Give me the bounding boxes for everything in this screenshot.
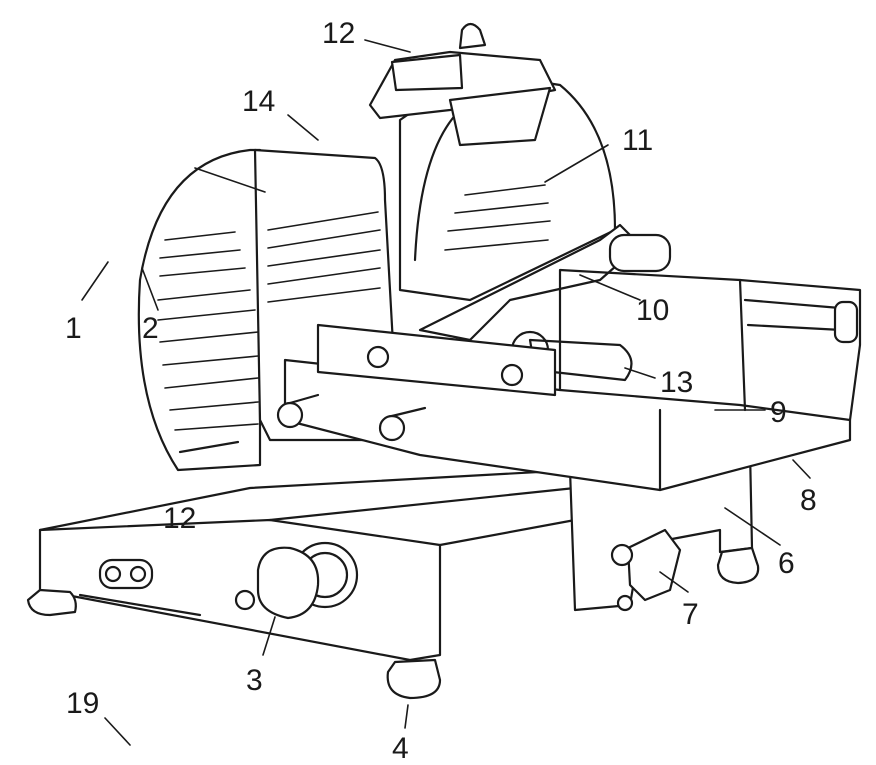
label-14: 14 <box>242 85 275 118</box>
label-2: 2 <box>142 312 159 345</box>
label-8: 8 <box>800 484 817 517</box>
label-19: 19 <box>66 687 99 720</box>
blade-guard <box>137 148 262 472</box>
label-4: 4 <box>392 732 409 765</box>
label-12-base: 12 <box>163 502 196 535</box>
label-7: 7 <box>682 598 699 631</box>
label-11: 11 <box>622 124 653 157</box>
label-1: 1 <box>65 312 82 345</box>
sharpener <box>368 22 557 147</box>
feet <box>26 546 760 700</box>
part-labels: 12 14 11 1 2 10 13 9 8 12 6 7 3 19 4 <box>65 17 817 765</box>
label-12-top: 12 <box>322 17 355 50</box>
label-3: 3 <box>246 664 263 697</box>
carriage-tray <box>283 268 862 492</box>
label-10: 10 <box>636 294 669 327</box>
base-right <box>568 448 754 612</box>
label-13: 13 <box>660 366 693 399</box>
thickness-knob <box>234 541 359 620</box>
lever-handle <box>610 528 682 612</box>
leader-lines <box>81 39 811 746</box>
bolts <box>276 345 524 442</box>
label-6: 6 <box>778 547 795 580</box>
label-9: 9 <box>770 396 787 429</box>
